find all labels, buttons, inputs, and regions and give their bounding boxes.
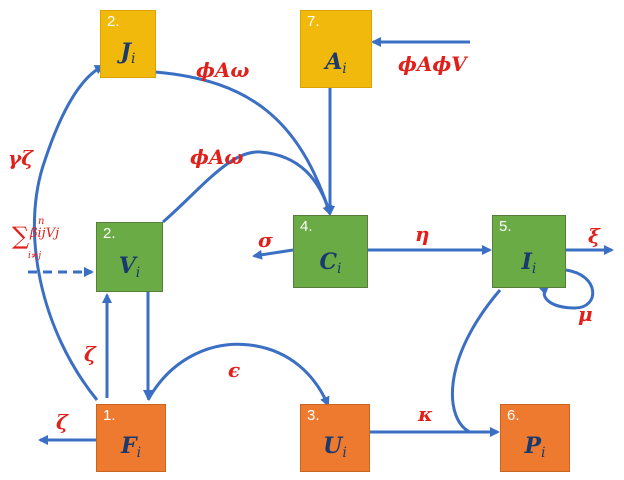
arrow-I-to-P	[450, 289, 502, 434]
node-C-number: 4.	[300, 218, 313, 235]
sum-symbol: ∑	[12, 222, 30, 250]
node-J-number: 2.	[107, 13, 120, 30]
node-P-number: 6.	[507, 407, 520, 424]
rate-phiA-omega-mid: ϕAω	[190, 145, 244, 169]
node-F: 1. Fi	[96, 404, 166, 472]
node-A: 7. Ai	[300, 10, 372, 88]
arrow-J-to-C	[154, 70, 333, 216]
rate-phiA-phiV: ϕAϕV	[398, 52, 467, 76]
node-F-label: Fi	[120, 433, 142, 461]
sum-upper: n	[38, 216, 45, 227]
rate-zeta-out: ζ	[56, 410, 68, 434]
rate-mu: μ	[578, 302, 593, 326]
rate-gamma-zeta: γζ	[8, 146, 34, 170]
sum-lower: i≠j	[28, 251, 42, 261]
node-U-label: Ui	[323, 433, 347, 461]
arrow-F-to-J	[32, 64, 105, 401]
rate-phiA-omega-top: ϕAω	[196, 58, 250, 82]
node-I: 5. Ii	[492, 215, 566, 288]
rate-zeta-up: ζ	[84, 342, 96, 366]
rate-epsilon: ϵ	[228, 358, 241, 382]
arrow-V-to-C	[162, 150, 333, 224]
rate-eta: η	[415, 222, 430, 246]
node-F-number: 1.	[103, 407, 116, 424]
node-C-label: Ci	[319, 249, 342, 277]
node-I-number: 5.	[499, 218, 512, 235]
node-U-number: 3.	[307, 407, 320, 424]
node-V-number: 2.	[103, 225, 116, 242]
node-A-number: 7.	[307, 13, 320, 30]
node-A-label: Ai	[325, 49, 347, 77]
node-P: 6. Pi	[500, 404, 570, 472]
arrow-C-out	[252, 248, 294, 260]
sum-body: βijVj	[30, 226, 60, 241]
rate-sigma: σ	[258, 228, 273, 252]
node-J-label: Ji	[120, 39, 136, 67]
node-P-label: Pi	[524, 433, 546, 461]
node-U: 3. Ui	[300, 404, 370, 472]
node-I-label: Ii	[521, 249, 537, 277]
node-V: 2. Vi	[96, 222, 163, 292]
node-C: 4. Ci	[293, 215, 368, 288]
rate-xi: ξ	[588, 224, 600, 248]
arrow-I-self-loop	[538, 268, 595, 310]
node-J: 2. Ji	[100, 10, 156, 78]
arrow-F-to-U	[146, 342, 330, 407]
rate-kappa: κ	[418, 402, 433, 426]
node-V-label: Vi	[118, 253, 141, 281]
